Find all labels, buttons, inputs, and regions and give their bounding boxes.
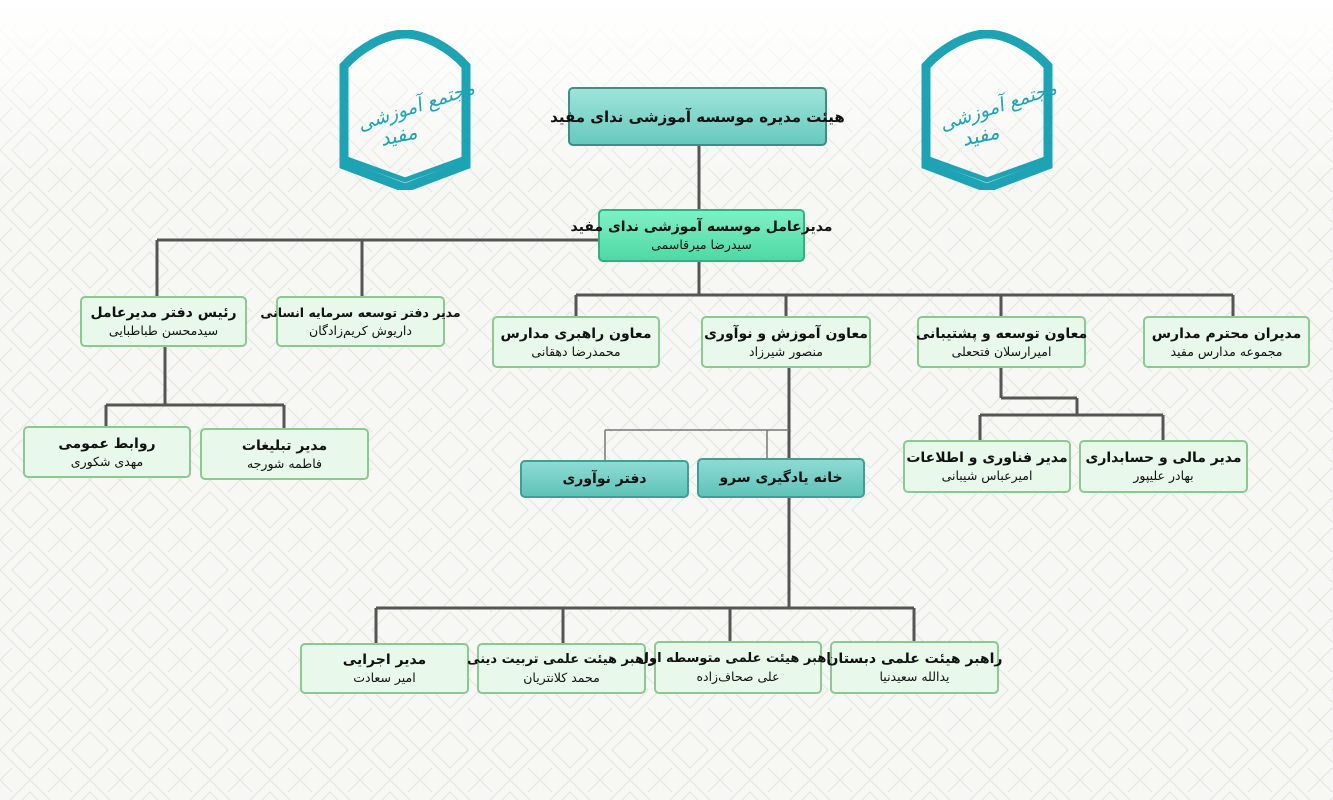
innovation-office-box: دفتر نوآوری xyxy=(520,460,689,498)
religious-education-faculty-box: راهبر هیئت علمی تربیت دینی محمد کلانتریا… xyxy=(467,643,656,694)
finance-manager-box: مدیر مالی و حسابداری بهادر علیپور xyxy=(1079,440,1248,493)
executive-manager-name: امیر سعادت xyxy=(353,670,416,685)
education-innovation-deputy-name: منصور شیرزاد xyxy=(749,343,823,359)
hr-development-name: داریوش کریم‌زادگان xyxy=(309,323,412,338)
it-manager-box: مدیر فناوری و اطلاعات امیرعباس شیبانی xyxy=(903,440,1071,493)
development-support-deputy-name: امیرارسلان فتحعلی xyxy=(951,343,1052,359)
sarv-learning-house-title: خانه یادگیری سرو xyxy=(719,470,843,486)
finance-manager-name: بهادر علیپور xyxy=(1133,468,1194,483)
school-managers-title: مدیران محترم مدارس xyxy=(1151,325,1302,342)
logo-right: مجتمع آموزشی مفید xyxy=(921,30,1060,190)
development-support-deputy-title: معاون توسعه و پشتیبانی xyxy=(915,325,1088,342)
school-guidance-deputy-box: معاون راهبری مدارس محمدرضا دهقانی xyxy=(492,316,660,368)
middle-school-faculty-title: راهبر هیئت علمی متوسطه اول xyxy=(637,651,839,666)
public-relations-title: روابط عمومی xyxy=(58,435,156,452)
religious-education-faculty-title: راهبر هیئت علمی تربیت دینی xyxy=(467,652,656,667)
elementary-faculty-box: راهبر هیئت علمی دبستان یدالله سعیدنیا xyxy=(826,641,1003,694)
advertising-manager-name: فاطمه شورجه xyxy=(246,455,323,471)
middle-school-faculty-name: علی صحاف‌زاده xyxy=(696,669,780,684)
it-manager-name: امیرعباس شیبانی xyxy=(941,468,1033,483)
middle-school-faculty-box: راهبر هیئت علمی متوسطه اول علی صحاف‌زاده xyxy=(638,641,838,694)
elementary-faculty-name: یدالله سعیدنیا xyxy=(879,669,950,684)
education-innovation-deputy-title: معاون آموزش و نوآوری xyxy=(704,325,868,342)
office-head-name: سیدمحسن طباطبایی xyxy=(108,323,219,338)
public-relations-box: روابط عمومی مهدی شکوری xyxy=(23,426,191,478)
school-managers-box: مدیران محترم مدارس مجموعه مدارس مفید xyxy=(1143,316,1310,368)
innovation-office-title: دفتر نوآوری xyxy=(562,471,647,487)
ceo-box: مدیرعامل موسسه آموزشی ندای مفید سیدرضا م… xyxy=(571,209,832,262)
advertising-manager-title: مدیر تبلیغات xyxy=(241,437,328,454)
logo-left-text: مجتمع آموزشی xyxy=(355,76,478,135)
ceo-name: سیدرضا میرقاسمی xyxy=(651,237,752,252)
it-manager-title: مدیر فناوری و اطلاعات xyxy=(906,450,1068,466)
office-head-box: رئیس دفتر مدیرعامل سیدمحسن طباطبایی xyxy=(80,296,247,347)
sarv-learning-house-box: خانه یادگیری سرو xyxy=(697,458,865,498)
school-guidance-deputy-name: محمدرضا دهقانی xyxy=(531,343,621,359)
executive-manager-box: مدیر اجرایی امیر سعادت xyxy=(300,643,469,694)
ceo-title: مدیرعامل موسسه آموزشی ندای مفید xyxy=(570,219,833,235)
school-managers-name: مجموعه مدارس مفید xyxy=(1170,343,1283,359)
logo-right-text: مجتمع آموزشی xyxy=(937,76,1060,135)
finance-manager-title: مدیر مالی و حسابداری xyxy=(1085,450,1242,466)
public-relations-name: مهدی شکوری xyxy=(70,453,144,469)
board-of-directors-box: هیئت مدیره موسسه آموزشی ندای مفید xyxy=(550,87,845,146)
advertising-manager-box: مدیر تبلیغات فاطمه شورجه xyxy=(200,428,369,480)
board-title: هیئت مدیره موسسه آموزشی ندای مفید xyxy=(550,107,845,126)
hr-development-title: مدیر دفتر توسعه سرمایه انسانی xyxy=(260,305,461,320)
hr-development-box: مدیر دفتر توسعه سرمایه انسانی داریوش کری… xyxy=(260,296,461,347)
executive-manager-title: مدیر اجرایی xyxy=(342,652,427,668)
school-guidance-deputy-title: معاون راهبری مدارس xyxy=(500,325,652,342)
education-innovation-deputy-box: معاون آموزش و نوآوری منصور شیرزاد xyxy=(701,316,871,368)
logo-left: مجتمع آموزشی مفید xyxy=(339,30,478,190)
development-support-deputy-box: معاون توسعه و پشتیبانی امیرارسلان فتحعلی xyxy=(915,316,1088,368)
elementary-faculty-title: راهبر هیئت علمی دبستان xyxy=(826,651,1003,667)
religious-education-faculty-name: محمد کلانتریان xyxy=(523,670,600,685)
office-head-title: رئیس دفتر مدیرعامل xyxy=(90,305,237,321)
